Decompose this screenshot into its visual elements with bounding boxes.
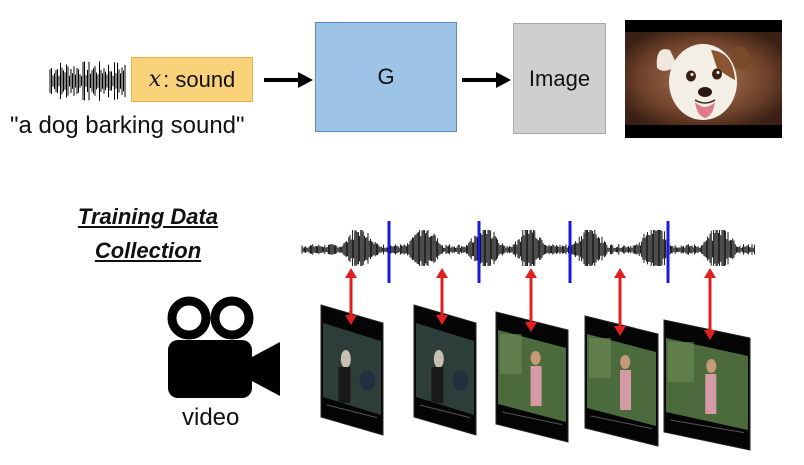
generator-box: G	[315, 22, 457, 132]
sound-waveform-icon	[49, 61, 126, 101]
image-output-box: Image	[513, 23, 606, 134]
video-frame	[413, 304, 477, 436]
pipeline-arrows	[264, 72, 511, 88]
generator-label: G	[377, 64, 395, 89]
correspondence-arrow	[614, 268, 626, 336]
video-frame	[495, 311, 569, 443]
video-frame	[320, 304, 384, 436]
training-title-line2: Collection	[94, 238, 202, 263]
dog-ear-left	[656, 49, 677, 71]
training-title: Training Data Collection	[62, 200, 234, 268]
input-label: : sound	[163, 66, 236, 92]
video-label: video	[182, 404, 240, 431]
audio-waveform	[301, 221, 755, 283]
dog-photo	[625, 20, 782, 138]
correspondence-arrow	[704, 268, 716, 340]
sound-caption: "a dog barking sound"	[10, 112, 245, 139]
video-frame	[584, 315, 659, 447]
correspondence-arrow	[525, 268, 537, 332]
correspondence-arrow	[345, 268, 357, 325]
video-camera-icon	[167, 296, 280, 398]
correspondence-arrow	[436, 268, 448, 325]
arrow-g-to-image	[462, 72, 511, 88]
input-variable: x	[148, 67, 162, 92]
sound-input-box: x : sound	[131, 57, 253, 102]
video-frame	[663, 319, 751, 451]
arrow-sound-to-g	[264, 72, 313, 88]
training-title-line1: Training Data	[77, 204, 219, 229]
image-output-label: Image	[528, 65, 591, 91]
